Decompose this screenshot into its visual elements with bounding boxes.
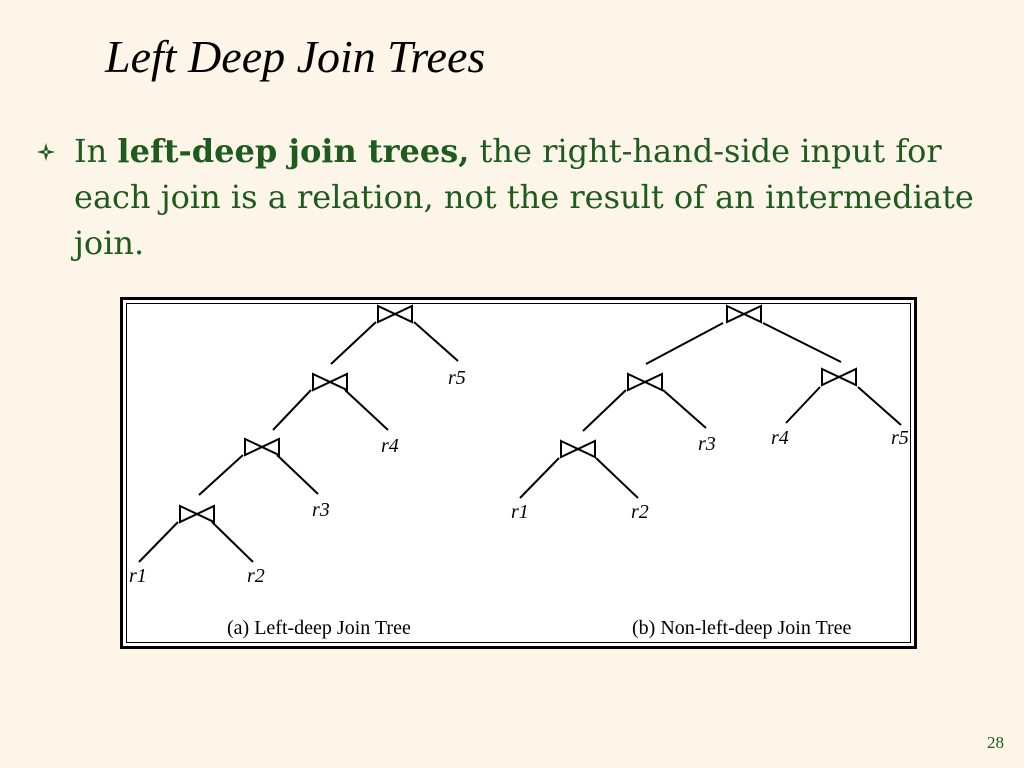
join-trees-figure: r5 r4 r3 r1 r2 r3 r4 r5 r1 r2 (a) Left-d… bbox=[120, 297, 917, 649]
left-edge-5 bbox=[198, 454, 244, 496]
left-edge-6 bbox=[276, 454, 319, 495]
bullet-text: In left-deep join trees, the right-hand-… bbox=[74, 128, 974, 266]
right-leaf-r1: r1 bbox=[511, 501, 529, 523]
left-leaf-r2: r2 bbox=[247, 565, 265, 587]
right-edge-7 bbox=[519, 457, 560, 499]
left-tree-caption: (a) Left-deep Join Tree bbox=[227, 617, 411, 639]
left-edge-1 bbox=[330, 321, 377, 365]
right-edge-1 bbox=[645, 322, 724, 365]
left-edge-8 bbox=[211, 521, 254, 563]
left-leaf-r1: r1 bbox=[129, 565, 147, 587]
page-number: 28 bbox=[987, 733, 1004, 752]
slide-title: Left Deep Join Trees bbox=[105, 31, 486, 82]
left-edge-7 bbox=[138, 521, 179, 563]
right-edge-5 bbox=[785, 386, 821, 424]
left-leaf-r5: r5 bbox=[448, 367, 466, 389]
right-leaf-r5: r5 bbox=[891, 427, 909, 449]
bullet-bold-term: left-deep join trees, bbox=[117, 132, 470, 170]
right-leaf-r4: r4 bbox=[771, 427, 789, 449]
left-edge-2 bbox=[413, 321, 459, 362]
right-edge-4 bbox=[662, 389, 707, 429]
join-icon bbox=[821, 367, 857, 387]
right-edge-6 bbox=[857, 386, 902, 426]
left-edge-4 bbox=[344, 389, 389, 431]
join-icon bbox=[377, 304, 413, 324]
right-leaf-r2: r2 bbox=[631, 501, 649, 523]
left-leaf-r4: r4 bbox=[381, 435, 399, 457]
diamond-bullet-icon bbox=[37, 143, 55, 161]
bullet-rest: the right-hand-side input for each join … bbox=[74, 132, 974, 262]
left-edge-3 bbox=[272, 389, 312, 431]
join-trees-svg: r5 r4 r3 r1 r2 r3 r4 r5 r1 r2 (a) Left-d… bbox=[129, 304, 909, 639]
join-icon bbox=[179, 504, 215, 524]
right-edge-3 bbox=[582, 389, 627, 432]
join-icon bbox=[627, 372, 663, 392]
join-icon bbox=[560, 439, 596, 459]
left-leaf-r3: r3 bbox=[312, 499, 330, 521]
bullet-prefix: In bbox=[74, 132, 118, 170]
join-icon bbox=[726, 304, 762, 324]
right-tree-caption: (b) Non-left-deep Join Tree bbox=[632, 617, 852, 639]
right-edge-8 bbox=[595, 457, 639, 499]
join-icon bbox=[244, 437, 280, 457]
right-edge-2 bbox=[762, 322, 842, 363]
join-icon bbox=[312, 372, 348, 392]
right-leaf-r3: r3 bbox=[698, 433, 716, 455]
figure-inner-border bbox=[126, 303, 911, 643]
